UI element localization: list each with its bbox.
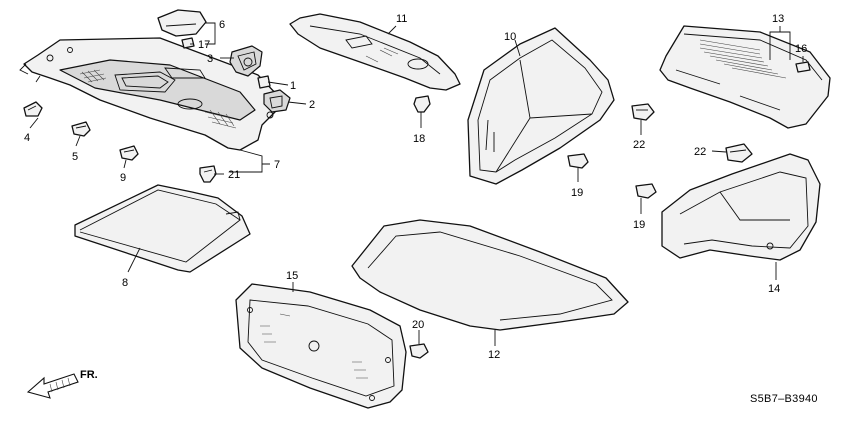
callout-13: 13: [772, 13, 784, 25]
callout-11: 11: [396, 13, 407, 25]
front-arrow-icon: [26, 373, 79, 399]
rear-shelf-part: [19, 37, 283, 151]
clip-part-19-left: [567, 153, 589, 169]
bracket-part-3: [229, 45, 263, 77]
clip-part-16: [795, 61, 811, 73]
clip-part-18: [413, 95, 431, 113]
callout-18: 18: [413, 133, 425, 145]
hook-part-1: [257, 75, 271, 89]
rear-panel-part-15: [235, 283, 407, 409]
callout-17: 17: [198, 39, 210, 51]
clip-part-19-right: [635, 183, 657, 199]
callout-19-right: 19: [633, 219, 645, 231]
clip-part-20: [409, 343, 429, 359]
socket-part-2: [263, 89, 291, 113]
callout-21: 21: [228, 169, 240, 181]
side-trim-part-11: [289, 13, 461, 91]
callout-15: 15: [286, 270, 298, 282]
callout-10: 10: [504, 31, 516, 43]
clip-part-4: [23, 101, 43, 117]
callout-7: 7: [274, 159, 280, 171]
sill-trim-part-13: [659, 25, 831, 129]
callout-1: 1: [290, 80, 296, 92]
front-indicator-label: FR.: [80, 369, 98, 381]
callout-2: 2: [309, 99, 315, 111]
trunk-mat-part-12: [351, 219, 629, 331]
diagram-code: S5B7–B3940: [750, 393, 818, 405]
callout-22-right: 22: [694, 146, 706, 158]
clip-part-9: [119, 145, 139, 161]
floor-board-part-8: [74, 184, 251, 273]
callout-4: 4: [24, 132, 30, 144]
callout-22-left: 22: [633, 139, 645, 151]
callout-5: 5: [72, 151, 78, 163]
clip-part-21: [199, 165, 217, 183]
trunk-lining-part-10: [467, 27, 615, 185]
callout-6: 6: [219, 19, 225, 31]
push-clip-part-22-right: [725, 143, 753, 163]
cap-part-6: [157, 9, 207, 37]
callout-9: 9: [120, 172, 126, 184]
side-lining-part-14: [661, 153, 821, 261]
clip-part-5: [71, 121, 91, 137]
callout-19-left: 19: [571, 187, 583, 199]
callout-12: 12: [488, 349, 500, 361]
callout-8: 8: [122, 277, 128, 289]
callout-20: 20: [412, 319, 424, 331]
leader-lines: [29, 22, 804, 346]
callout-3: 3: [207, 53, 213, 65]
grommet-part-17: [181, 37, 195, 49]
callout-14: 14: [768, 283, 780, 295]
callout-16: 16: [795, 43, 807, 55]
push-clip-part-22-left: [631, 103, 655, 121]
